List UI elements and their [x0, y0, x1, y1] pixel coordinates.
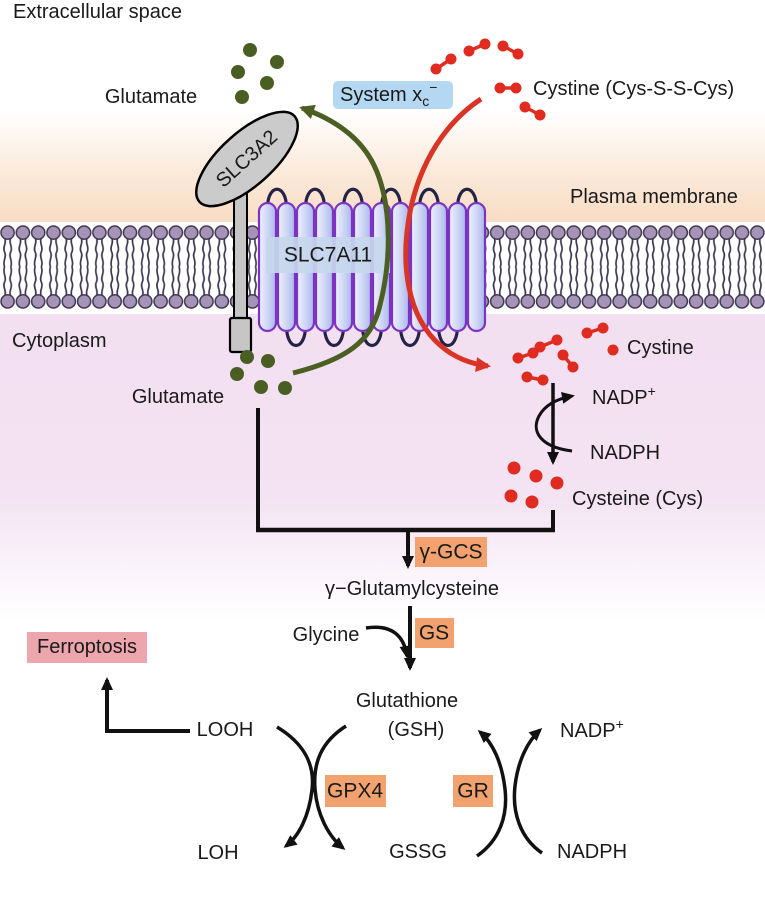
- gr-label: GR: [457, 780, 489, 803]
- cysteine-dot: [504, 489, 518, 503]
- nadph-upper-label: NADPH: [590, 442, 660, 464]
- glutamate-dot: [261, 354, 275, 368]
- gs-label: GS: [419, 622, 449, 645]
- glutamate-dot: [235, 90, 249, 104]
- ggcs-box: [415, 537, 487, 567]
- glutamate-export-arrow: [292, 104, 391, 376]
- gr-nadph-curve: [512, 727, 544, 855]
- cysteine-dot: [529, 469, 543, 483]
- gs-box: [415, 618, 454, 648]
- slc7a11-label: SLC7A11: [284, 244, 372, 267]
- gamma-glutamylcysteine-label: γ−Glutamylcysteine: [325, 578, 499, 600]
- gr-box: [453, 775, 493, 807]
- cystine-molecule: [521, 371, 549, 386]
- gpx4-looh-curve: [276, 725, 315, 848]
- cystine-extracellular-label: Cystine (Cys-S-S-Cys): [533, 78, 734, 100]
- cystine-molecule: [581, 322, 609, 339]
- system-xc-badge: System xc−: [333, 79, 453, 109]
- nadph-cofactor-arrow-upper: [534, 391, 575, 453]
- cytoplasm-label: Cytoplasm: [12, 330, 106, 352]
- cystine-molecule: [557, 349, 579, 373]
- nadp-lower-label: NADP+: [560, 716, 624, 742]
- cystine-molecule: [430, 53, 457, 75]
- cystine-molecule: [519, 101, 546, 121]
- pathway-lines: [101, 383, 575, 858]
- cystine-dot: [607, 344, 619, 356]
- enzyme-gr: GR: [453, 775, 493, 807]
- ferroptosis-badge: Ferroptosis: [27, 632, 147, 663]
- cysteine-label: Cysteine (Cys): [572, 488, 703, 510]
- system-xc-highlight: [333, 81, 453, 109]
- cystine-molecule: [463, 38, 491, 57]
- glutamate-extracellular-label: Glutamate: [105, 86, 197, 108]
- glutamate-dot: [260, 76, 274, 90]
- nadph-lower-label: NADPH: [557, 841, 627, 863]
- cystine-import-arrow: [403, 96, 491, 372]
- glutamate-dot: [231, 65, 245, 79]
- glycine-arrow: [365, 625, 412, 659]
- gpx4-gsh-curve: [312, 724, 347, 850]
- cysteine-dot: [525, 495, 539, 509]
- ggcs-label: γ-GCS: [420, 541, 483, 564]
- cystine-molecule: [512, 347, 539, 364]
- loh-label: LOH: [197, 842, 238, 864]
- system-xc-label: System xc−: [340, 79, 437, 109]
- cysteine-dot: [507, 461, 521, 475]
- cystine-cytoplasm-label: Cystine: [627, 337, 694, 359]
- cystine-molecule: [494, 82, 522, 94]
- transporter-top-loops: [265, 187, 479, 209]
- cysteine-dots: [504, 461, 564, 509]
- glutamate-dot: [270, 55, 284, 69]
- glutamate-dot: [254, 380, 268, 394]
- glutamate-cytoplasm-label: Glutamate: [132, 386, 224, 408]
- enzyme-gs: GS: [415, 618, 454, 648]
- glutamate-dot: [230, 367, 244, 381]
- cysteine-dot: [550, 476, 564, 490]
- gsh-label: (GSH): [388, 719, 445, 741]
- enzyme-ggcs: γ-GCS: [415, 537, 487, 567]
- transporter-bottom-loops: [284, 325, 460, 347]
- gpx4-box: [325, 775, 386, 807]
- cystine-molecules-extracellular: [430, 38, 546, 121]
- slc7a11-label-box: [266, 237, 390, 273]
- enzyme-gpx4: GPX4: [325, 775, 386, 807]
- plasma-membrane-label: Plasma membrane: [570, 186, 738, 208]
- slc3a2-stalk: [228, 185, 253, 354]
- glutamate-dots-cytoplasm: [230, 350, 292, 395]
- ferroptosis-box: [27, 632, 147, 663]
- gr-gssg-curve: [475, 730, 508, 858]
- glutamate-dots-extracellular: [231, 43, 284, 104]
- looh-label: LOOH: [197, 719, 254, 741]
- glutamate-dot: [278, 381, 292, 395]
- cystine-molecule: [497, 40, 524, 60]
- nadp-upper-label: NADP+: [592, 383, 656, 409]
- glutathione-label: Glutathione: [356, 690, 458, 712]
- ferroptosis-arrow: [101, 677, 190, 733]
- extracellular-label: Extracellular space: [13, 1, 182, 23]
- cystine-molecules-cytoplasm: [512, 322, 619, 386]
- glutamate-dot: [240, 350, 254, 364]
- glutamate-dot: [243, 43, 257, 57]
- ferroptosis-label: Ferroptosis: [37, 636, 137, 658]
- cytoplasm-zone: [0, 313, 765, 620]
- gpx4-label: GPX4: [327, 780, 383, 803]
- gssg-label: GSSG: [389, 841, 447, 863]
- glycine-label: Glycine: [293, 624, 360, 646]
